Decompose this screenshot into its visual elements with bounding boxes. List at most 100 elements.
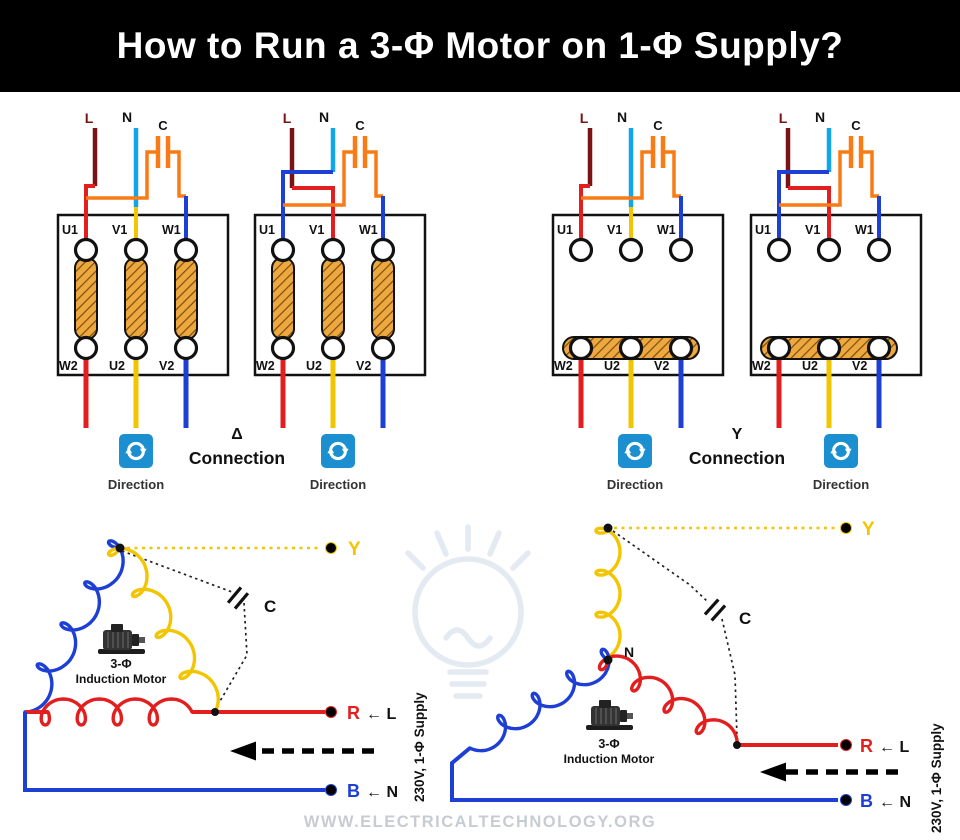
terminal-u1: [766, 237, 792, 263]
terminal-v1: [618, 237, 644, 263]
terminal-label-v2: V2: [654, 359, 669, 373]
winding-coil-blue: [23, 539, 125, 714]
terminal-label-u2: U2: [306, 359, 322, 373]
supply-label-l: L: [779, 110, 788, 126]
terminal-label-v1: V1: [309, 223, 324, 237]
star-connection-row: Y Connection Direction Direction: [607, 426, 869, 492]
rotation-direction-icon: [616, 432, 654, 470]
terminal-w1: [370, 237, 396, 263]
terminal-label-u1: U1: [62, 223, 78, 237]
supply-label-n: N: [815, 109, 825, 125]
terminal-label-w2: W2: [752, 359, 771, 373]
n-arrow-label: ← N: [366, 784, 398, 801]
terminal-label-v2: V2: [159, 359, 174, 373]
terminal-w2: [270, 335, 296, 361]
phase-line-b: [23, 712, 325, 792]
supply-label-c: C: [158, 118, 168, 133]
capacitor-leg-left: [581, 150, 651, 200]
page-title: How to Run a 3-Φ Motor on 1-Φ Supply?: [116, 25, 844, 66]
link-bar: [174, 257, 198, 340]
motor-label-phase: 3-Φ: [110, 657, 131, 671]
supply-label-n: N: [122, 109, 132, 125]
supply-label-c: C: [355, 118, 365, 133]
wire-n-to-u1: [281, 170, 333, 243]
watermark-text: WWW.ELECTRICALTECHNOLOGY.ORG: [304, 813, 656, 831]
delta-winding-schematic: C Y R ← L B ← N 3-Φ Induction Motor 230V…: [23, 539, 427, 802]
star-connection-label: Connection: [689, 448, 785, 468]
winding-coil-yellow: [106, 546, 221, 714]
motor-icon: [97, 623, 146, 655]
l-arrow-label: ← L: [366, 706, 396, 723]
terminal-u1: [73, 237, 99, 263]
capacitor-wire: [612, 530, 709, 603]
link-bar: [74, 257, 98, 340]
supply-voltage-label: 230V, 1-Φ Supply: [929, 723, 944, 833]
r-terminal-label: R: [860, 736, 873, 756]
motor-label-name: Induction Motor: [76, 672, 167, 686]
capacitor-leg-right: [170, 150, 186, 198]
terminal-v2: [173, 335, 199, 361]
motor-label-name: Induction Motor: [564, 752, 655, 766]
terminal-label-u1: U1: [259, 223, 275, 237]
rotation-direction-icon: [117, 432, 155, 470]
terminal-label-v1: V1: [112, 223, 127, 237]
terminal-label-v1: V1: [805, 223, 820, 237]
terminal-label-v1: V1: [607, 223, 622, 237]
node-dot: [603, 523, 613, 533]
node-dot: [733, 741, 741, 749]
link-bar: [321, 257, 345, 340]
neutral-node-dot: [603, 655, 613, 665]
supply-label-c: C: [851, 118, 861, 133]
header-bar: How to Run a 3-Φ Motor on 1-Φ Supply?: [0, 0, 960, 92]
terminal-label-w2: W2: [256, 359, 275, 373]
motor-label-phase: 3-Φ: [598, 737, 619, 751]
link-bar: [371, 257, 395, 340]
direction-label: Direction: [108, 477, 164, 492]
terminal-v2: [668, 335, 694, 361]
terminal-label-w2: W2: [59, 359, 78, 373]
capacitor-icon: [703, 598, 727, 622]
r-terminal-label: R: [347, 703, 360, 723]
b-terminal-label: B: [347, 781, 360, 801]
terminal-u2: [816, 335, 842, 361]
terminal-u1: [568, 237, 594, 263]
terminal-box-4-star-reversed: L N C U1 V1 W1 W2 U2: [749, 109, 923, 428]
wire-l-to-v1: [292, 186, 335, 243]
terminal-label-u1: U1: [557, 223, 573, 237]
terminal-w2: [568, 335, 594, 361]
supply-label-l: L: [580, 110, 589, 126]
capacitor-wire: [721, 618, 738, 739]
terminal-v1: [123, 237, 149, 263]
r-terminal: [840, 739, 852, 751]
capacitor-label: C: [739, 609, 751, 628]
phase-line-b: [450, 746, 838, 802]
terminal-box-3-star: L N C U1 V1 W1 W2 U2: [551, 109, 725, 428]
capacitor-label: C: [264, 597, 276, 616]
capacitor-leg-right: [863, 150, 879, 198]
winding-coil-red: [39, 697, 194, 727]
supply-label-n: N: [319, 109, 329, 125]
terminal-w1: [668, 237, 694, 263]
capacitor-leg-right: [665, 150, 681, 198]
y-terminal: [840, 522, 852, 534]
direction-label: Direction: [813, 477, 869, 492]
terminal-w2: [766, 335, 792, 361]
supply-label-n: N: [617, 109, 627, 125]
terminal-box-2-delta-reversed: L N C U1 V1 W1 W2: [253, 109, 427, 428]
terminal-u2: [320, 335, 346, 361]
delta-connection-row: Δ Connection Direction Direction: [108, 426, 366, 492]
arrowhead: [760, 762, 786, 782]
terminal-v1: [816, 237, 842, 263]
direction-label: Direction: [607, 477, 663, 492]
terminal-v2: [866, 335, 892, 361]
terminal-label-v2: V2: [852, 359, 867, 373]
terminal-label-w1: W1: [855, 223, 874, 237]
terminal-w1: [866, 237, 892, 263]
wire-l-to-v1: [788, 186, 831, 243]
direction-label: Direction: [310, 477, 366, 492]
terminal-label-v2: V2: [356, 359, 371, 373]
capacitor-icon: [226, 586, 250, 610]
diagram-canvas: L N C U1 V1 W1 W2: [23, 109, 944, 833]
terminal-label-w1: W1: [162, 223, 181, 237]
